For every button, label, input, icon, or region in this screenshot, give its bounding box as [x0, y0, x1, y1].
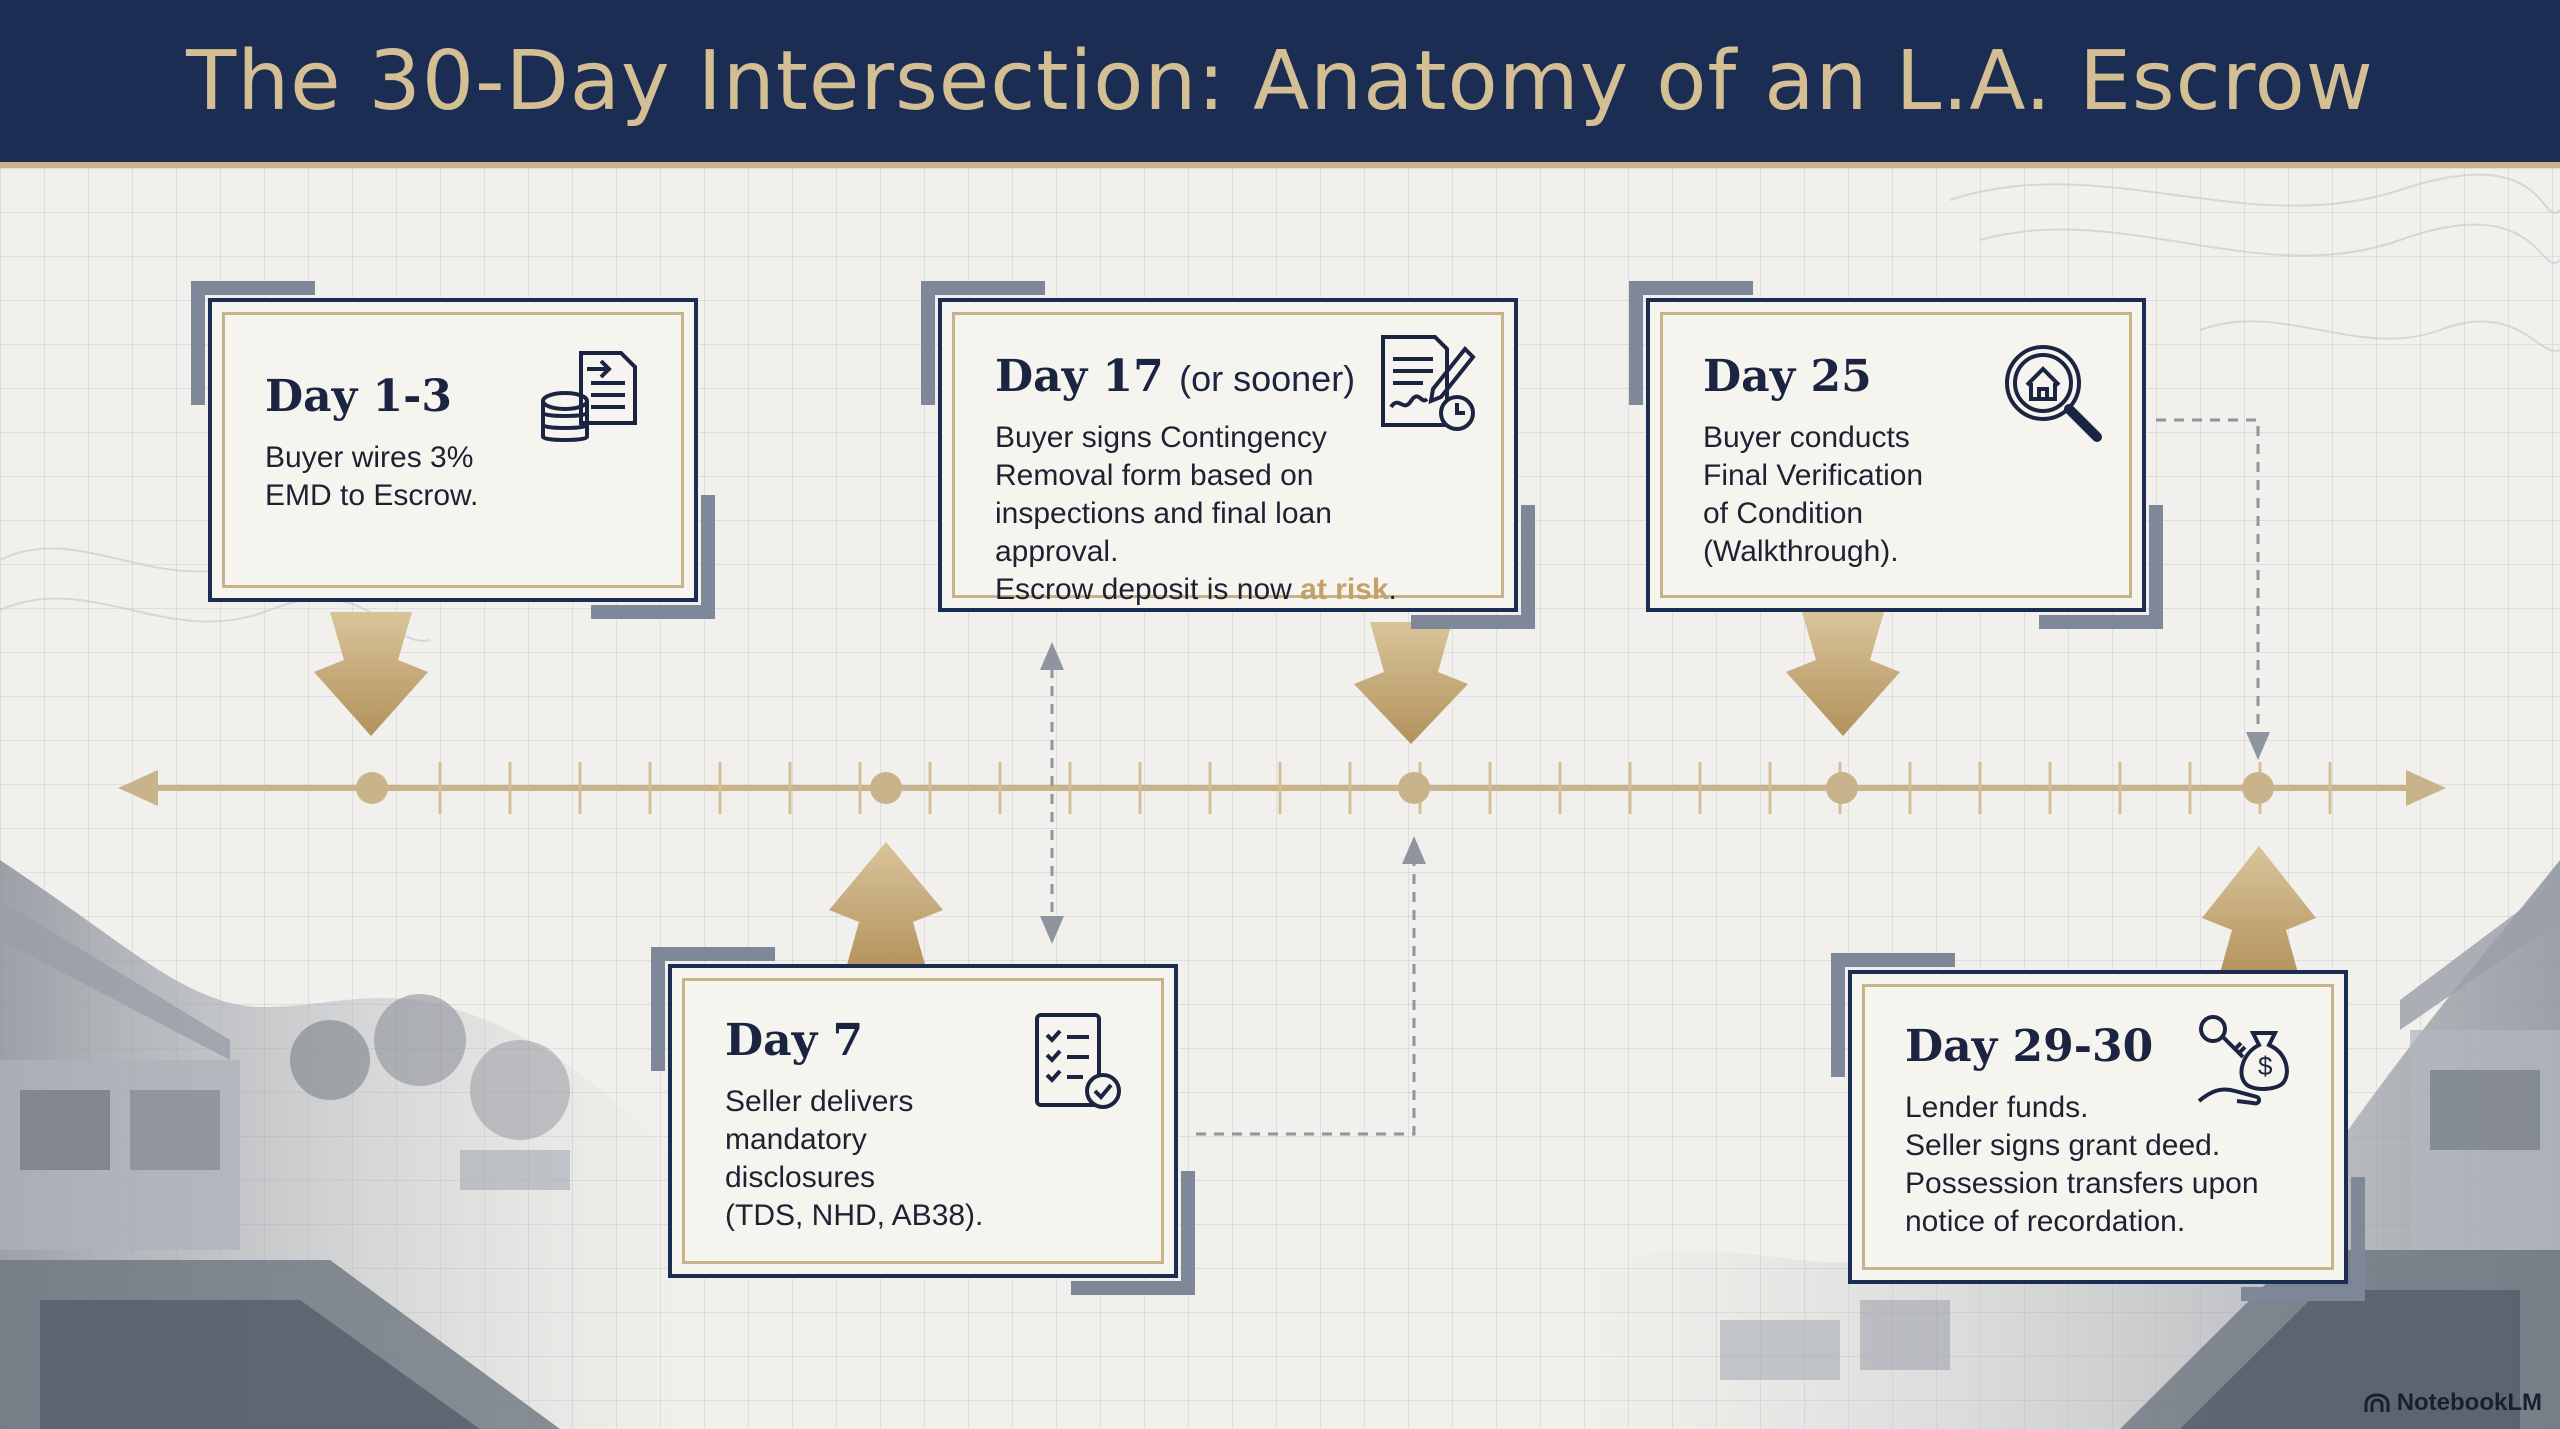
step-day-label: Day 29-30 — [1905, 1021, 2154, 1072]
timeline-right-arrowhead — [2406, 770, 2446, 806]
money-document-icon — [541, 351, 637, 442]
timeline-marker — [1826, 772, 1858, 804]
timeline-left-arrowhead — [118, 770, 158, 806]
step-day-label: Day 17 (or sooner) — [995, 351, 1356, 402]
arrow-day-1-3 — [314, 612, 428, 736]
left-scenery-decor — [0, 860, 700, 1429]
risk-highlight: at risk — [1300, 572, 1389, 606]
step-description: Buyer wires 3%EMD to Escrow. — [265, 441, 479, 513]
svg-text:$: $ — [2258, 1051, 2273, 1081]
signed-contract-clock-icon — [1381, 335, 1476, 431]
arrow-day-7 — [829, 842, 943, 972]
arrow-day-25 — [1786, 612, 1900, 736]
timeline-marker — [1398, 772, 1430, 804]
timeline-marker — [356, 772, 388, 804]
step-day-label: Day 25 — [1703, 351, 1872, 402]
timeline-ticks — [438, 762, 2332, 814]
house-magnifier-icon — [2005, 345, 2102, 442]
brand-watermark: NotebookLM — [2363, 1389, 2542, 1417]
arrow-day-17 — [1354, 622, 1468, 744]
dashed-connector-heads — [1040, 642, 2270, 944]
pointer-arrows — [314, 612, 2316, 980]
brand-label: NotebookLM — [2396, 1389, 2542, 1416]
step-description: Lender funds.Seller signs grant deed.Pos… — [1905, 1091, 2259, 1238]
right-scenery-decor — [1560, 860, 2560, 1429]
title-banner: The 30-Day Intersection: Anatomy of an L… — [0, 0, 2560, 168]
page-title: The 30-Day Intersection: Anatomy of an L… — [186, 33, 2374, 129]
notebook-logo-icon — [2364, 1393, 2390, 1412]
checklist-icon — [1035, 1013, 1121, 1109]
step-card-day-17: Day 17 (or sooner) Buyer signs Contingen… — [921, 281, 1535, 629]
dashed-connectors — [1050, 418, 2260, 1136]
timeline-marker — [2242, 772, 2274, 804]
timeline-marker — [870, 772, 902, 804]
timeline-markers — [356, 772, 2274, 804]
key-money-bag-icon: $ — [2197, 1015, 2289, 1106]
step-card-day-29-30: Day 29-30 Lender funds.Seller signs gran… — [1831, 953, 2365, 1301]
step-day-label: Day 1-3 — [265, 371, 453, 422]
step-day-label: Day 7 — [725, 1015, 864, 1066]
step-card-day-1-3: Day 1-3 Buyer wires 3%EMD to Escrow. — [191, 281, 715, 619]
arrow-day-29-30 — [2202, 846, 2316, 980]
